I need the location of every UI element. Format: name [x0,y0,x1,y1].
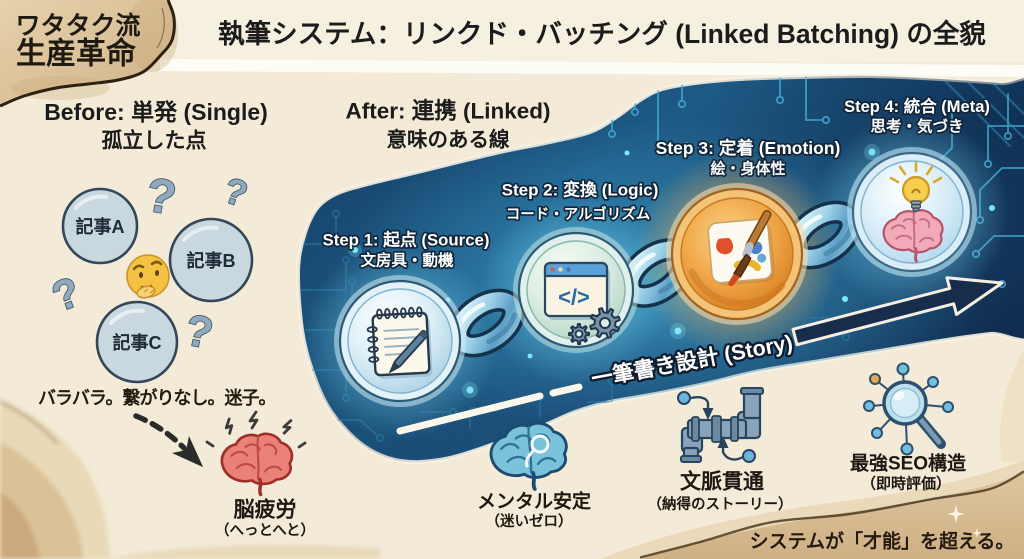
sparkle-icon [947,505,965,523]
paintbrush [728,210,772,287]
benefit-mental: メンタル安定 （迷いゼロ） [477,421,591,530]
step3-title: Step 3: 定着 (Emotion) [656,138,841,158]
pipeline-icon [677,387,764,463]
step1-medallion [334,275,466,407]
scatter-note: バラバラ。繋がりなし。迷子。 [38,387,275,408]
corner-wash-bottom-right [600,350,1024,559]
article-label: 記事B [187,250,236,271]
thinking-face-icon [126,254,170,299]
article-node-c: 記事C [95,300,179,384]
before-subheading: 孤立した点 [102,129,207,153]
article-label: 記事C [113,332,162,353]
step1-title: Step 1: 起点 (Source) [323,230,490,250]
after-subheading: 意味のある線 [387,128,510,152]
benefit-context: 文脈貫通 （納得のストーリー） [648,387,793,513]
before-section: Before: 単発 (Single) 孤立した点 記事A 記事B 記事C ? … [38,99,315,539]
corner-wash-bottom-left [0,398,380,559]
step4-medallion [847,147,977,277]
brain-lightbulb-icon [883,161,943,262]
paintbrush-palette-icon [707,210,776,287]
step2-medallion: </> [513,227,639,353]
code-window-gears-icon: </> [543,261,621,345]
benefit-mental-subtitle: （迷いゼロ） [486,512,573,530]
step4-title: Step 4: 統合 (Meta) [844,96,990,116]
article-node-b: 記事B [168,217,254,303]
step3-medallion [666,183,808,325]
seo-magnifier-network-icon [863,362,954,456]
step2-subtitle: コード・アルゴリズム [506,205,651,223]
benefit-seo-title: 最強SEO構造 [850,452,967,475]
step2-title: Step 2: 変換 (Logic) [502,180,659,200]
page-title: 執筆システム：リンクド・バッチング (Linked Batching) の全貌 [218,19,986,49]
article-label: 記事A [76,216,125,237]
tech-panel [295,73,1024,465]
benefit-seo: 最強SEO構造 （即時評価） [850,362,967,493]
step-labels: Step 1: 起点 (Source) 文房具・動機 Step 2: 変換 (L… [321,94,992,271]
fatigue-sublabel: （へっとへと） [215,521,315,539]
story-arrow-shaft [791,276,1004,347]
badge-line2: 生産革命 [16,37,137,71]
before-heading: Before: 単発 (Single) [44,99,268,125]
stress-bolts-icon [205,410,307,449]
brand-badge: ワタタク流 生産革命 [0,0,178,108]
header-divider [160,59,1024,77]
article-node-a: 記事A [61,187,139,265]
badge-line1: ワタタク流 [15,12,140,40]
after-section: After: 連携 (Linked) 意味のある線 [346,98,551,152]
notebook-pen-icon [366,306,433,379]
tired-brain-icon [205,410,307,495]
benefit-context-subtitle: （納得のストーリー） [648,495,793,513]
step3-subtitle: 絵・身体性 [710,160,785,178]
sparkle-small-icon [972,528,982,538]
step1-subtitle: 文房具・動機 [360,251,454,270]
benefit-mental-title: メンタル安定 [477,490,591,513]
benefit-seo-subtitle: （即時評価） [861,475,951,493]
gears-icon [568,307,621,345]
calm-brain-icon [489,421,569,492]
code-glyph: </> [558,285,590,310]
after-heading: After: 連携 (Linked) [346,98,551,124]
slogan: システムが「才能」を超える。 [750,530,1015,553]
benefit-context-title: 文脈貫通 [680,470,764,494]
fatigue-arrow [133,413,204,468]
step4-subtitle: 思考・気づき [870,117,963,136]
fatigue-label: 脳疲労 [234,498,297,522]
